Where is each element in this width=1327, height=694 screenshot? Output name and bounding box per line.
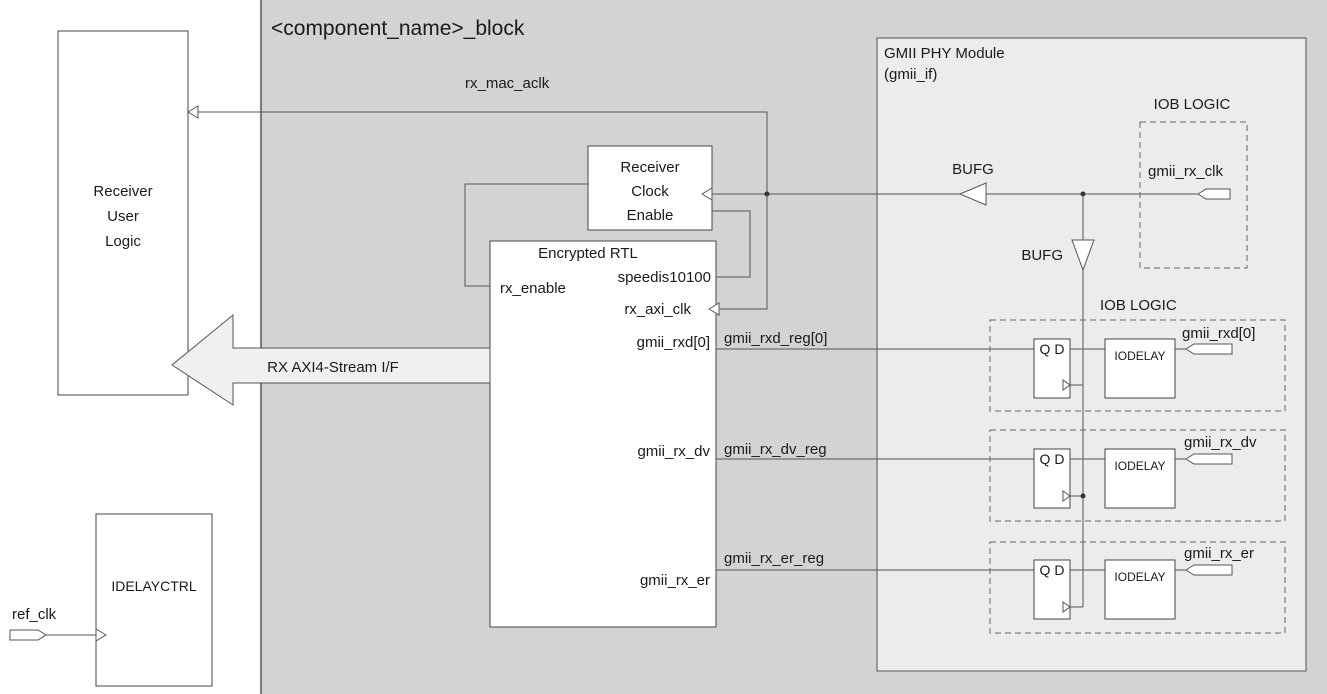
gmii-rxd-reg-label: gmii_rxd_reg[0] — [724, 330, 827, 347]
gmii-phy-module — [876, 37, 1307, 672]
iob-logic-rxd-frame — [989, 319, 1286, 412]
rx-axi-clk-clock-marker — [708, 302, 720, 316]
receiver-user-logic-line3: Logic — [105, 233, 141, 250]
rx-dv-iodelay — [1104, 448, 1176, 509]
encrypted-rtl-title: Encrypted RTL — [538, 245, 638, 262]
iob-logic-rx-er-frame — [989, 541, 1286, 634]
ref-clk-pin-icon — [9, 629, 47, 641]
rxd-iodelay — [1104, 338, 1176, 399]
rxd-flip-flop-clock-marker — [1062, 379, 1071, 391]
gmii-rx-clk-pin-icon — [1197, 188, 1231, 200]
rx-dv-pin-icon — [1185, 453, 1233, 465]
encrypted-rtl-box — [489, 240, 717, 628]
rx-dv-pin-label: gmii_rx_dv — [1184, 434, 1257, 451]
port-rx-enable: rx_enable — [500, 280, 566, 297]
rx-dv-iodelay-label: IODELAY — [1114, 459, 1165, 473]
bufg-vertical-label: BUFG — [1021, 247, 1063, 264]
rx-dv-clock-junction-dot — [1080, 493, 1086, 499]
rxd-pin-label: gmii_rxd[0] — [1182, 325, 1255, 342]
iob-logic-data-title: IOB LOGIC — [1100, 297, 1177, 314]
port-gmii-rx-er: gmii_rx_er — [640, 572, 710, 589]
gmii-rx-clk-pin-label: gmii_rx_clk — [1148, 163, 1224, 180]
receiver-user-logic-box — [57, 30, 189, 396]
rx-dv-flip-flop-clock-marker — [1062, 490, 1071, 502]
iob-logic-clock-title: IOB LOGIC — [1154, 96, 1231, 113]
rx-enable-feedback-wire — [464, 183, 588, 287]
rxd-flip-flop-label: Q D — [1040, 341, 1065, 357]
speedis-feedback-wire — [712, 210, 751, 278]
port-speedis10100: speedis10100 — [618, 269, 711, 286]
rx-axi4-stream-arrow — [171, 313, 491, 406]
clock-enable-line2: Clock — [631, 183, 669, 200]
rxd-iodelay-label: IODELAY — [1114, 349, 1165, 363]
gmii-rx-dv-reg-label: gmii_rx_dv_reg — [724, 441, 827, 458]
receiver-user-logic-line1: Receiver — [93, 183, 152, 200]
receiver-user-logic-line2: User — [107, 208, 139, 225]
rx-er-flip-flop-label: Q D — [1040, 562, 1065, 578]
rx-dv-flip-flop-label: Q D — [1040, 451, 1065, 467]
idelayctrl-label: IDELAYCTRL — [111, 578, 197, 594]
rx-er-flip-flop-clock-marker — [1062, 601, 1071, 613]
rx-mac-aclk-clock-marker — [187, 105, 199, 119]
clock-enable-line1: Receiver — [620, 159, 679, 176]
component-block-title: <component_name>_block — [271, 17, 525, 40]
receiver-clock-enable-box — [587, 145, 713, 231]
ref-clk-label: ref_clk — [12, 606, 57, 623]
idelayctrl-box — [95, 513, 213, 687]
rx-er-pin-label: gmii_rx_er — [1184, 545, 1254, 562]
rx-er-pin-icon — [1185, 564, 1233, 576]
clock-enable-line3: Enable — [627, 207, 674, 224]
port-gmii-rx-dv: gmii_rx_dv — [637, 443, 710, 460]
bufg-horizontal-label: BUFG — [952, 161, 994, 178]
rx-mac-aclk-wire — [188, 111, 768, 194]
rx-axi4-stream-label: RX AXI4-Stream I/F — [267, 359, 399, 376]
port-gmii-rxd: gmii_rxd[0] — [637, 334, 710, 351]
phy-module-title: GMII PHY Module — [884, 45, 1005, 62]
rx-axi-clk-wire — [720, 194, 768, 310]
bufg-vertical-buffer — [1071, 239, 1095, 272]
iob-logic-rx-dv-frame — [989, 429, 1286, 522]
rx-er-iodelay-label: IODELAY — [1114, 570, 1165, 584]
rx-er-iodelay — [1104, 559, 1176, 620]
phy-module-subtitle: (gmii_if) — [884, 66, 937, 83]
rx-mac-aclk-label: rx_mac_aclk — [465, 75, 550, 92]
gmii-rx-er-reg-label: gmii_rx_er_reg — [724, 550, 824, 567]
rxd-pin-icon — [1185, 343, 1233, 355]
iob-logic-clock — [1139, 121, 1248, 269]
port-rx-axi-clk: rx_axi_clk — [624, 301, 691, 318]
